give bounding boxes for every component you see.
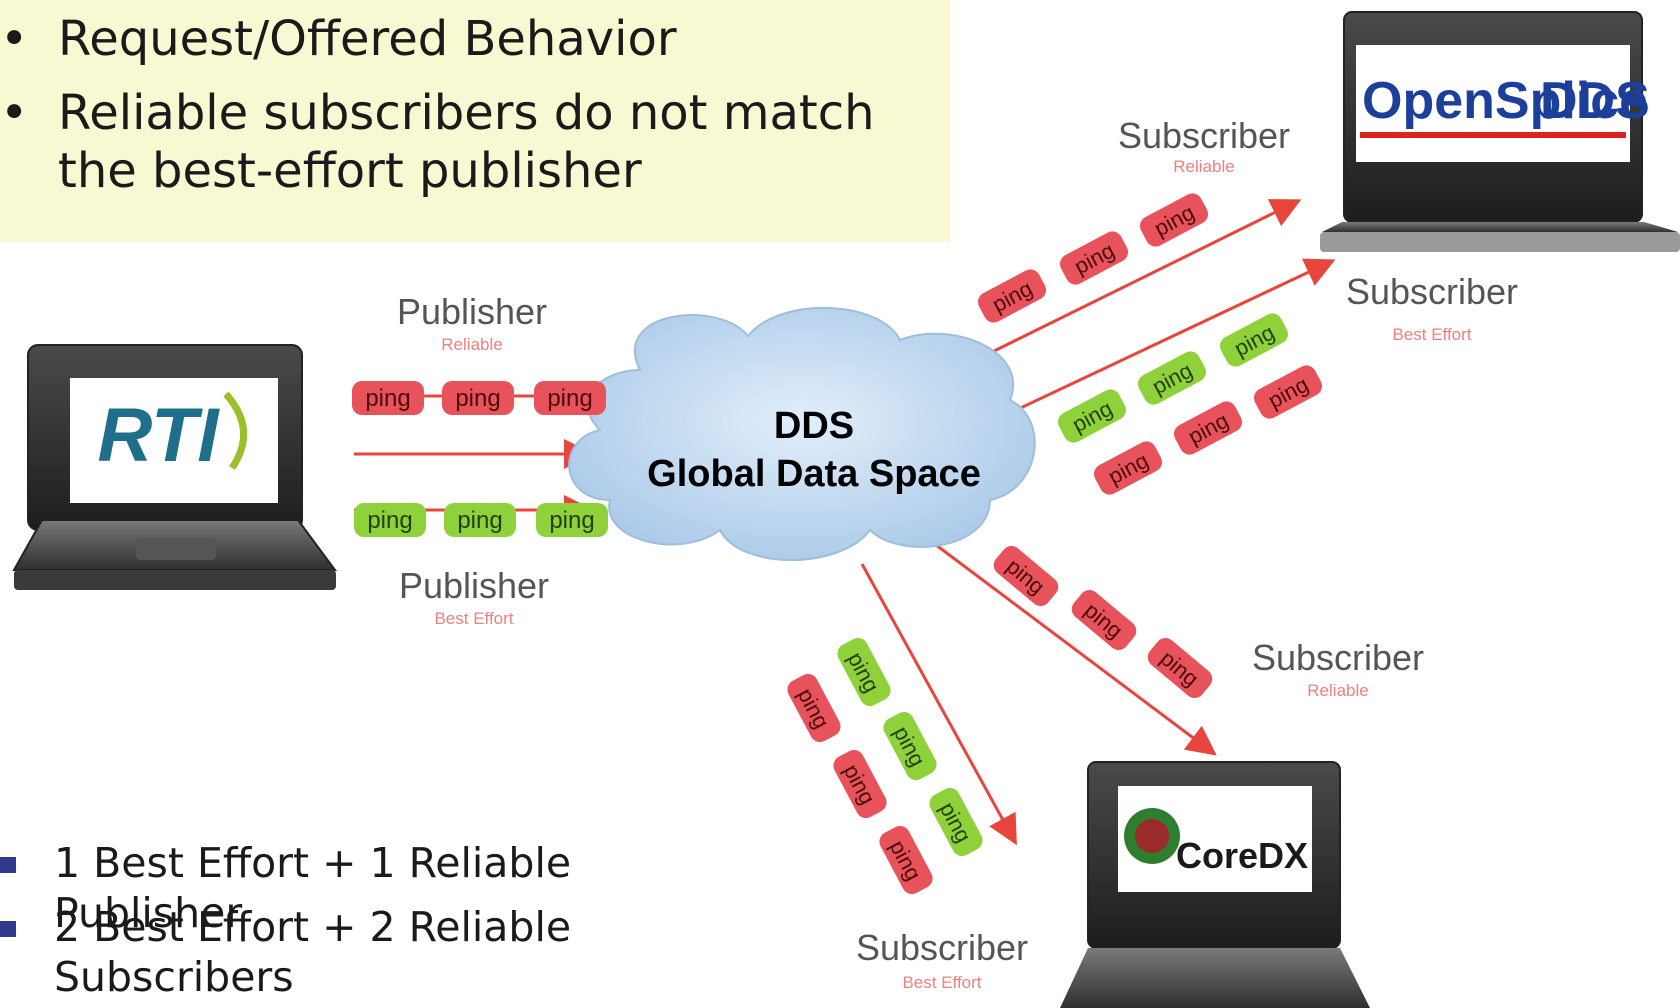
svg-text:ping: ping: [547, 385, 592, 412]
ping-badge-reliable: ping: [1253, 365, 1323, 419]
subscriber-reliable-bottom-qos: Reliable: [1307, 681, 1368, 700]
square-bullet-icon: [0, 921, 16, 937]
callout-box: • Request/Offered Behavior • Reliable su…: [0, 0, 950, 242]
svg-text:ping: ping: [455, 385, 500, 412]
ping-badge-reliable: ping: [977, 269, 1047, 323]
ping-badge-reliable: ping: [1139, 193, 1209, 247]
bullet-text: 2 Best Effort + 2 Reliable Subscribers: [54, 903, 572, 1001]
dds-cloud: DDS Global Data Space: [568, 306, 1036, 561]
publisher-best-effort-qos: Best Effort: [434, 609, 513, 628]
ping-badge-reliable: ping: [1071, 589, 1137, 651]
svg-text:ping: ping: [365, 385, 410, 412]
laptop-coredx: CoreDX: [1060, 761, 1370, 1008]
ping-badge-reliable: ping: [787, 673, 841, 743]
ping-badge-best-effort: ping: [883, 711, 937, 781]
cloud-title: DDS: [774, 405, 854, 447]
subscriber-reliable-bottom-label: Subscriber: [1252, 637, 1424, 678]
ping-badge-best-effort: ping: [444, 503, 516, 537]
ping-badge-reliable: ping: [1173, 401, 1243, 455]
subscriber-best-effort-bottom-label: Subscriber: [856, 927, 1028, 968]
ping-badge-best-effort: ping: [929, 787, 983, 857]
subscriber-reliable-top-qos: Reliable: [1173, 157, 1234, 176]
ping-badge-reliable: ping: [993, 545, 1059, 607]
publisher-reliable-label: Publisher: [397, 291, 547, 332]
laptop-opensplice: OpenSplice DDS: [1320, 11, 1680, 252]
svg-text:ping: ping: [549, 507, 594, 534]
bullet-dot: •: [0, 85, 29, 141]
subscriber-best-effort-bottom-qos: Best Effort: [902, 973, 981, 992]
svg-text:ping: ping: [367, 507, 412, 534]
ping-badge-reliable: ping: [442, 381, 514, 415]
coredx-logo: CoreDX: [1176, 835, 1308, 876]
ping-badge-best-effort: ping: [1057, 389, 1127, 443]
ping-badge-reliable: ping: [833, 749, 887, 819]
ping-badge-reliable: ping: [1059, 231, 1129, 285]
bullet-text: Request/Offered Behavior: [58, 11, 677, 67]
ping-badge-best-effort: ping: [1219, 313, 1289, 367]
publisher-reliable-qos: Reliable: [441, 335, 502, 354]
subscriber-best-effort-top-label: Subscriber: [1346, 271, 1518, 312]
opensplice-logo: OpenSplice: [1362, 72, 1648, 130]
ping-badge-best-effort: ping: [354, 503, 426, 537]
publisher-best-effort-label: Publisher: [399, 565, 549, 606]
ping-badge-best-effort: ping: [536, 503, 608, 537]
opensplice-dds-logo: DDS: [1540, 72, 1650, 130]
cloud-subtitle: Global Data Space: [647, 453, 981, 495]
ping-badge-reliable: ping: [1147, 637, 1213, 699]
bullet-dot: •: [0, 11, 29, 67]
svg-text:ping: ping: [457, 507, 502, 534]
bullet-text: Reliable subscribers do not match the be…: [58, 85, 875, 199]
square-bullet-icon: [0, 857, 16, 873]
subscriber-reliable-top-label: Subscriber: [1118, 115, 1290, 156]
rti-logo: RTI: [97, 393, 220, 478]
ping-badges: ping ping ping ping ping ping ping: [352, 193, 1323, 895]
ping-badge-reliable: ping: [879, 825, 933, 895]
ping-badge-best-effort: ping: [837, 637, 891, 707]
laptop-rti: RTI: [12, 344, 337, 590]
ping-badge-reliable: ping: [534, 381, 606, 415]
role-labels: Publisher Reliable Publisher Best Effort…: [397, 115, 1518, 992]
ping-badge-reliable: ping: [1093, 441, 1163, 495]
ping-badge-reliable: ping: [352, 381, 424, 415]
subscriber-best-effort-top-qos: Best Effort: [1392, 325, 1471, 344]
bullet-text: 1 Best Effort + 1 Reliable Publisher: [54, 839, 572, 937]
ping-badge-best-effort: ping: [1137, 351, 1207, 405]
